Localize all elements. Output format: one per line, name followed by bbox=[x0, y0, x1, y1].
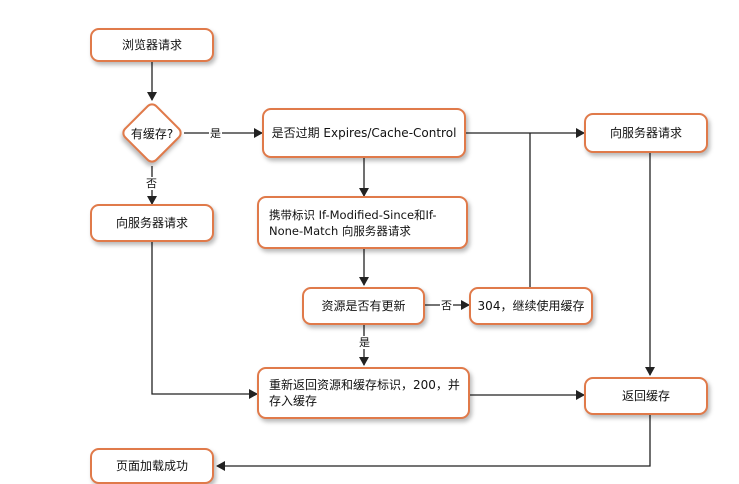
node-server-request-left: 向服务器请求 bbox=[90, 204, 214, 242]
edge-label-updated-yes: 是 bbox=[358, 336, 371, 349]
node-server-request-right: 向服务器请求 bbox=[584, 113, 708, 153]
edge-cache-to-page bbox=[216, 415, 651, 471]
node-conditional-request-label: 携带标识 If-Modified-Since和If-None-Match 向服务… bbox=[269, 207, 437, 238]
node-is-expired-label: 是否过期 Expires/Cache-Control bbox=[271, 126, 457, 140]
edge-label-cache-yes: 是 bbox=[209, 127, 222, 140]
edge-label-cache-no: 否 bbox=[145, 177, 158, 190]
node-is-expired: 是否过期 Expires/Cache-Control bbox=[262, 108, 466, 158]
decision-has-cache: 有缓存? bbox=[119, 100, 185, 166]
node-page-loaded-label: 页面加载成功 bbox=[115, 459, 188, 473]
node-resource-updated: 资源是否有更新 bbox=[302, 287, 425, 325]
node-browser-request: 浏览器请求 bbox=[90, 28, 214, 62]
decision-has-cache-label: 有缓存? bbox=[130, 126, 174, 141]
edge-server-left-to-return bbox=[151, 242, 258, 399]
node-use-cache-304: 304，继续使用缓存 bbox=[469, 287, 593, 325]
node-page-loaded: 页面加载成功 bbox=[90, 448, 214, 484]
node-browser-request-label: 浏览器请求 bbox=[121, 38, 182, 52]
edge-label-updated-no: 否 bbox=[440, 299, 453, 312]
node-server-request-left-label: 向服务器请求 bbox=[115, 216, 188, 230]
node-conditional-request: 携带标识 If-Modified-Since和If-None-Match 向服务… bbox=[257, 196, 468, 249]
node-return-cache-label: 返回缓存 bbox=[621, 389, 670, 403]
node-server-request-right-label: 向服务器请求 bbox=[609, 126, 682, 140]
node-return-new: 重新返回资源和缓存标识，200，并存入缓存 bbox=[257, 367, 470, 419]
node-use-cache-304-label: 304，继续使用缓存 bbox=[477, 299, 585, 313]
node-return-cache: 返回缓存 bbox=[584, 377, 708, 415]
node-return-new-label: 重新返回资源和缓存标识，200，并存入缓存 bbox=[269, 378, 460, 408]
node-resource-updated-label: 资源是否有更新 bbox=[321, 299, 406, 313]
